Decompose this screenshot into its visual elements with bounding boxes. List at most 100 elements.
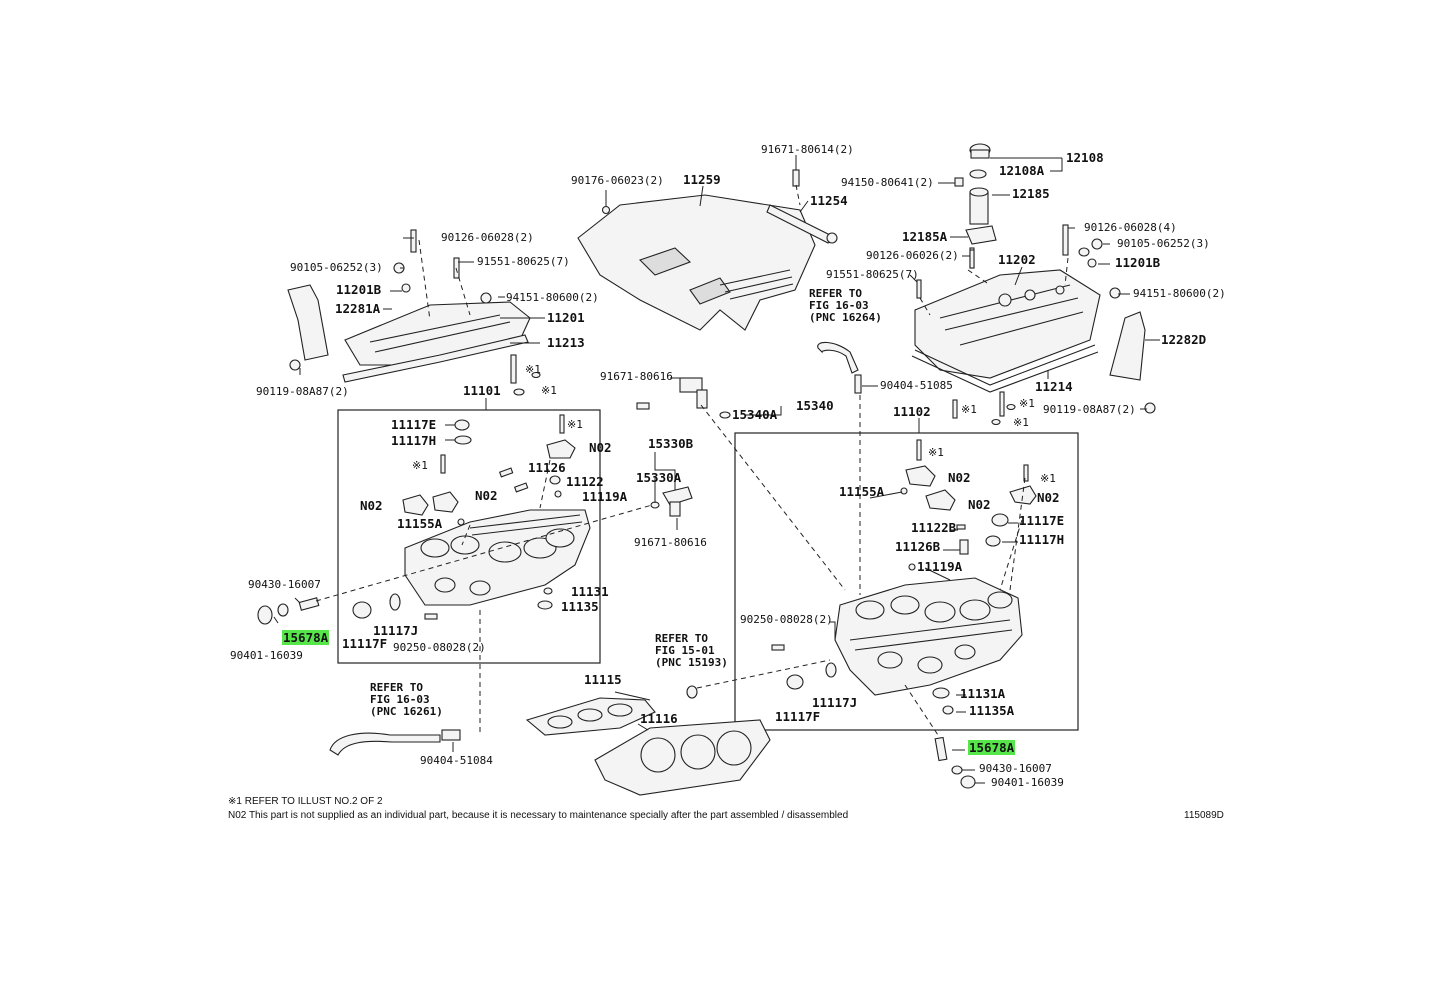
label-15678A-left: 15678A (282, 630, 330, 645)
label-refer-bottom-2: FIG 16-03 (370, 693, 430, 706)
label-12185A: 12185A (902, 229, 948, 244)
label-11131-left: 11131 (571, 584, 609, 599)
label-94150-80641: 94150-80641(2) (841, 176, 934, 189)
label-refer-15-01-2: FIG 15-01 (655, 644, 715, 657)
label-x1-a: ※1 (525, 363, 541, 376)
label-11119A-right: 11119A (917, 559, 963, 574)
label-11201B-right: 11201B (1115, 255, 1161, 270)
oil-filter-15330 (650, 486, 693, 517)
label-91551-80625-left: 91551-80625(7) (477, 255, 570, 268)
label-90105-06252-left: 90105-06252(3) (290, 261, 383, 274)
label-12108A: 12108A (999, 163, 1045, 178)
label-x1-d: ※1 (412, 459, 428, 472)
label-90119-08A87-left: 90119-08A87(2) (256, 385, 349, 398)
head-gasket-11116 (594, 719, 771, 796)
label-90404-51084: 90404-51084 (420, 754, 493, 767)
engine-cover-11259 (577, 194, 816, 331)
label-94151-80600-left: 94151-80600(2) (506, 291, 599, 304)
oil-filler-cap-12108 (954, 143, 997, 269)
label-11117E-left: 11117E (391, 417, 437, 432)
label-x1-c: ※1 (567, 418, 583, 431)
label-94151-80600-right: 94151-80600(2) (1133, 287, 1226, 300)
label-N02-e: N02 (968, 497, 991, 512)
label-11117H-left: 11117H (391, 433, 437, 448)
label-90250-08028-left: 90250-08028(2) (393, 641, 486, 654)
label-90105-06252-right: 90105-06252(3) (1117, 237, 1210, 250)
label-11117F-right: 11117F (775, 709, 821, 724)
bracket-12282D (1109, 311, 1156, 414)
label-90250-08028-right: 90250-08028(2) (740, 613, 833, 626)
label-11102: 11102 (893, 404, 931, 419)
label-11135A: 11135A (969, 703, 1015, 718)
label-N02-c: N02 (475, 488, 498, 503)
right-bolts-near-cover (916, 247, 1090, 426)
cylinder-head-cover-11202 (914, 224, 1121, 379)
label-refer-top-2: FIG 16-03 (809, 299, 869, 312)
label-90401-16039-right: 90401-16039 (991, 776, 1064, 789)
label-90126-06028-4: 90126-06028(4) (1084, 221, 1177, 234)
label-11213: 11213 (547, 335, 585, 350)
cylinder-head-11102 (834, 577, 1023, 696)
label-11116: 11116 (640, 711, 678, 726)
label-11201: 11201 (547, 310, 585, 325)
label-90126-06026: 90126-06026(2) (866, 249, 959, 262)
label-11135-left: 11135 (561, 599, 599, 614)
gasket-11213 (342, 334, 529, 383)
label-x1-f: ※1 (1019, 397, 1035, 410)
label-90430-16007-left: 90430-16007 (248, 578, 321, 591)
label-90404-51085: 90404-51085 (880, 379, 953, 392)
label-90119-08A87-right: 90119-08A87(2) (1043, 403, 1136, 416)
label-refer-top-3: (PNC 16264) (809, 311, 882, 324)
label-11117H-right: 11117H (1019, 532, 1065, 547)
label-91671-80616-b: 91671-80616 (634, 536, 707, 549)
label-11202: 11202 (998, 252, 1036, 267)
pcv-hose-bottom (329, 729, 461, 756)
o-ring-15-01 (686, 685, 698, 699)
label-12281A: 12281A (335, 301, 381, 316)
label-12108: 12108 (1066, 150, 1104, 165)
label-11122B: 11122B (911, 520, 957, 535)
label-refer-top-1: REFER TO (809, 287, 862, 300)
label-12282D: 12282D (1161, 332, 1207, 347)
gasket-11214 (911, 344, 1099, 393)
label-11131A: 11131A (960, 686, 1006, 701)
label-11117J-right: 11117J (812, 695, 858, 710)
leader-lines (273, 155, 1160, 784)
label-12185: 12185 (1012, 186, 1050, 201)
label-91671-80616: 91671-80616 (600, 370, 673, 383)
label-11254: 11254 (810, 193, 848, 208)
label-15678A-left-text: 15678A (282, 630, 330, 645)
label-11126B: 11126B (895, 539, 941, 554)
label-15330A: 15330A (636, 470, 682, 485)
label-11117E-right: 11117E (1019, 513, 1065, 528)
label-15330B: 15330B (648, 436, 694, 451)
pcv-hose-top (817, 341, 862, 394)
label-91551-80625-right: 91551-80625(7) (826, 268, 919, 281)
label-11126-left: 11126 (528, 460, 566, 475)
label-11259: 11259 (683, 172, 721, 187)
note-refer-illust: ※1 REFER TO ILLUST NO.2 OF 2 (228, 796, 383, 807)
label-15340: 15340 (796, 398, 834, 413)
label-11155A-left: 11155A (397, 516, 443, 531)
label-90126-06028-2: 90126-06028(2) (441, 231, 534, 244)
cylinder-head-cover-11201 (344, 229, 531, 366)
label-11155A-right: 11155A (839, 484, 885, 499)
right-box-small-parts (771, 439, 1037, 715)
label-N02-d: N02 (948, 470, 971, 485)
left-head-group-box (337, 409, 601, 664)
label-N02-a: N02 (589, 440, 612, 455)
label-refer-bottom-1: REFER TO (370, 681, 423, 694)
label-N02-f: N02 (1037, 490, 1060, 505)
label-x1-h: ※1 (928, 446, 944, 459)
label-15678A-right-text: 15678A (968, 740, 1016, 755)
dashed-alignment-lines (315, 184, 1069, 739)
label-11122-left: 11122 (566, 474, 604, 489)
label-11201B-left: 11201B (336, 282, 382, 297)
label-11119A-left: 11119A (582, 489, 628, 504)
left-box-small-parts (352, 414, 576, 620)
cylinder-head-11101 (404, 509, 591, 606)
label-N02-b: N02 (360, 498, 383, 513)
bracket-12281A (287, 284, 329, 371)
label-x1-i: ※1 (1040, 472, 1056, 485)
